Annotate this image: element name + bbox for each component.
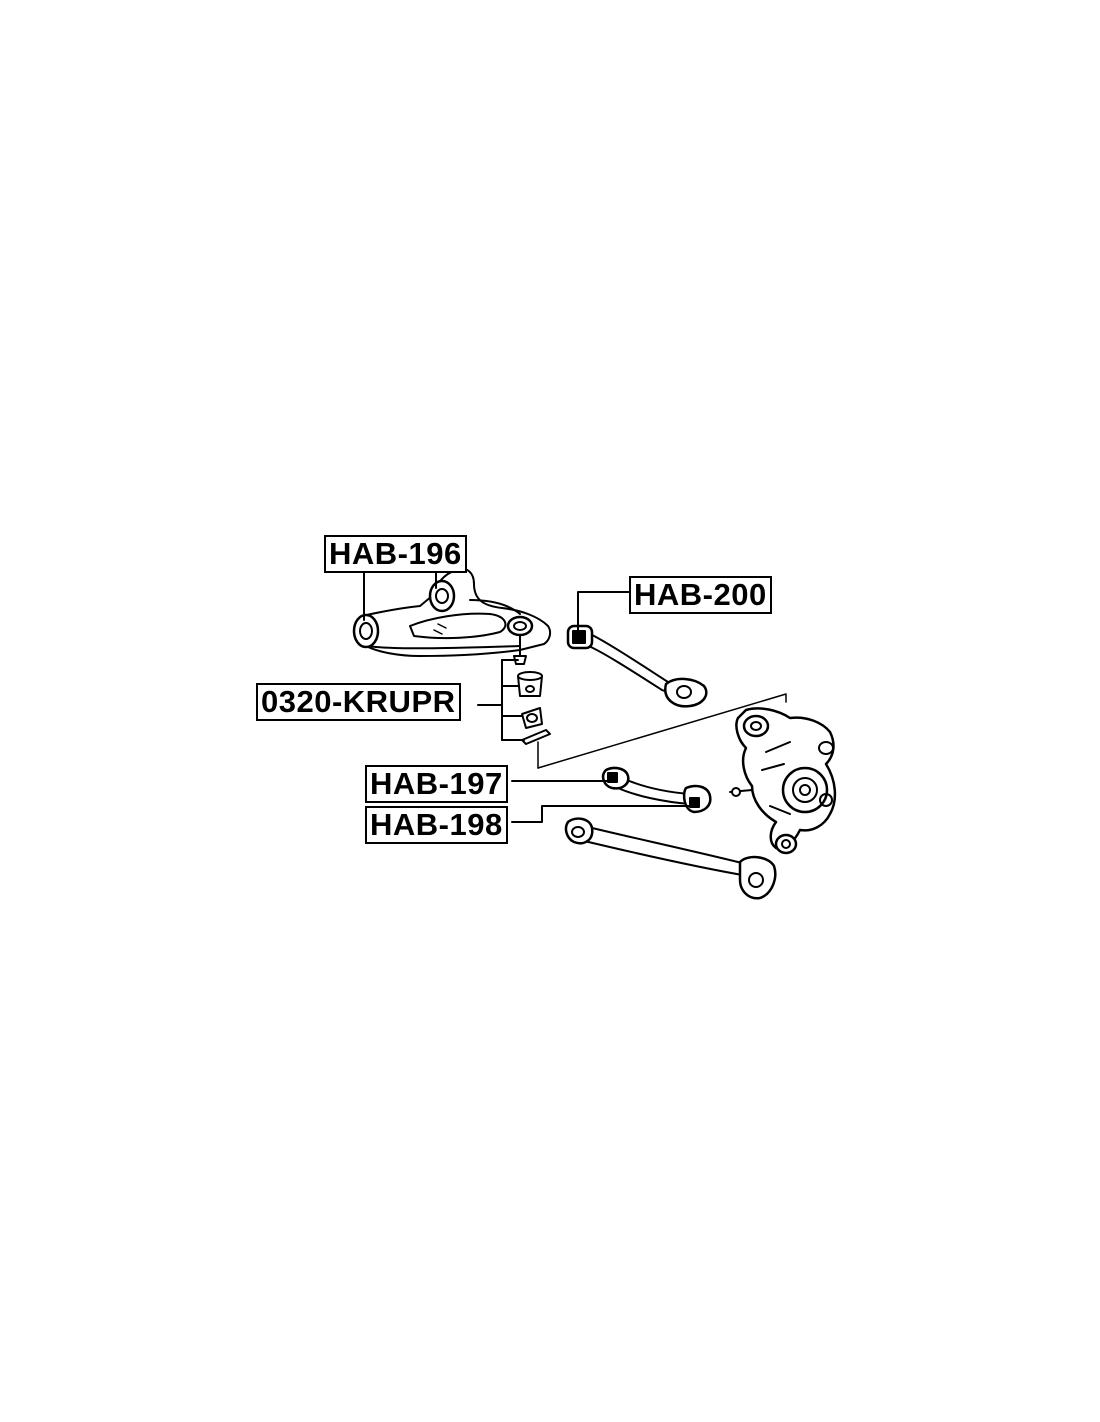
part-label-hab-197[interactable]: HAB-197	[365, 765, 508, 803]
steering-knuckle	[729, 707, 837, 855]
part-label-0320-krupr[interactable]: 0320-KRUPR	[256, 683, 461, 721]
part-label-hab-196[interactable]: HAB-196	[324, 535, 467, 573]
reference-line	[537, 693, 787, 769]
part-label-hab-200[interactable]: HAB-200	[629, 576, 772, 614]
leader-lines	[363, 569, 691, 823]
lower-rear-arm	[564, 817, 777, 900]
upper-link-arm	[566, 624, 708, 708]
bushing-kit	[517, 671, 551, 745]
lower-control-arm	[352, 567, 552, 665]
part-label-hab-198[interactable]: HAB-198	[365, 806, 508, 844]
